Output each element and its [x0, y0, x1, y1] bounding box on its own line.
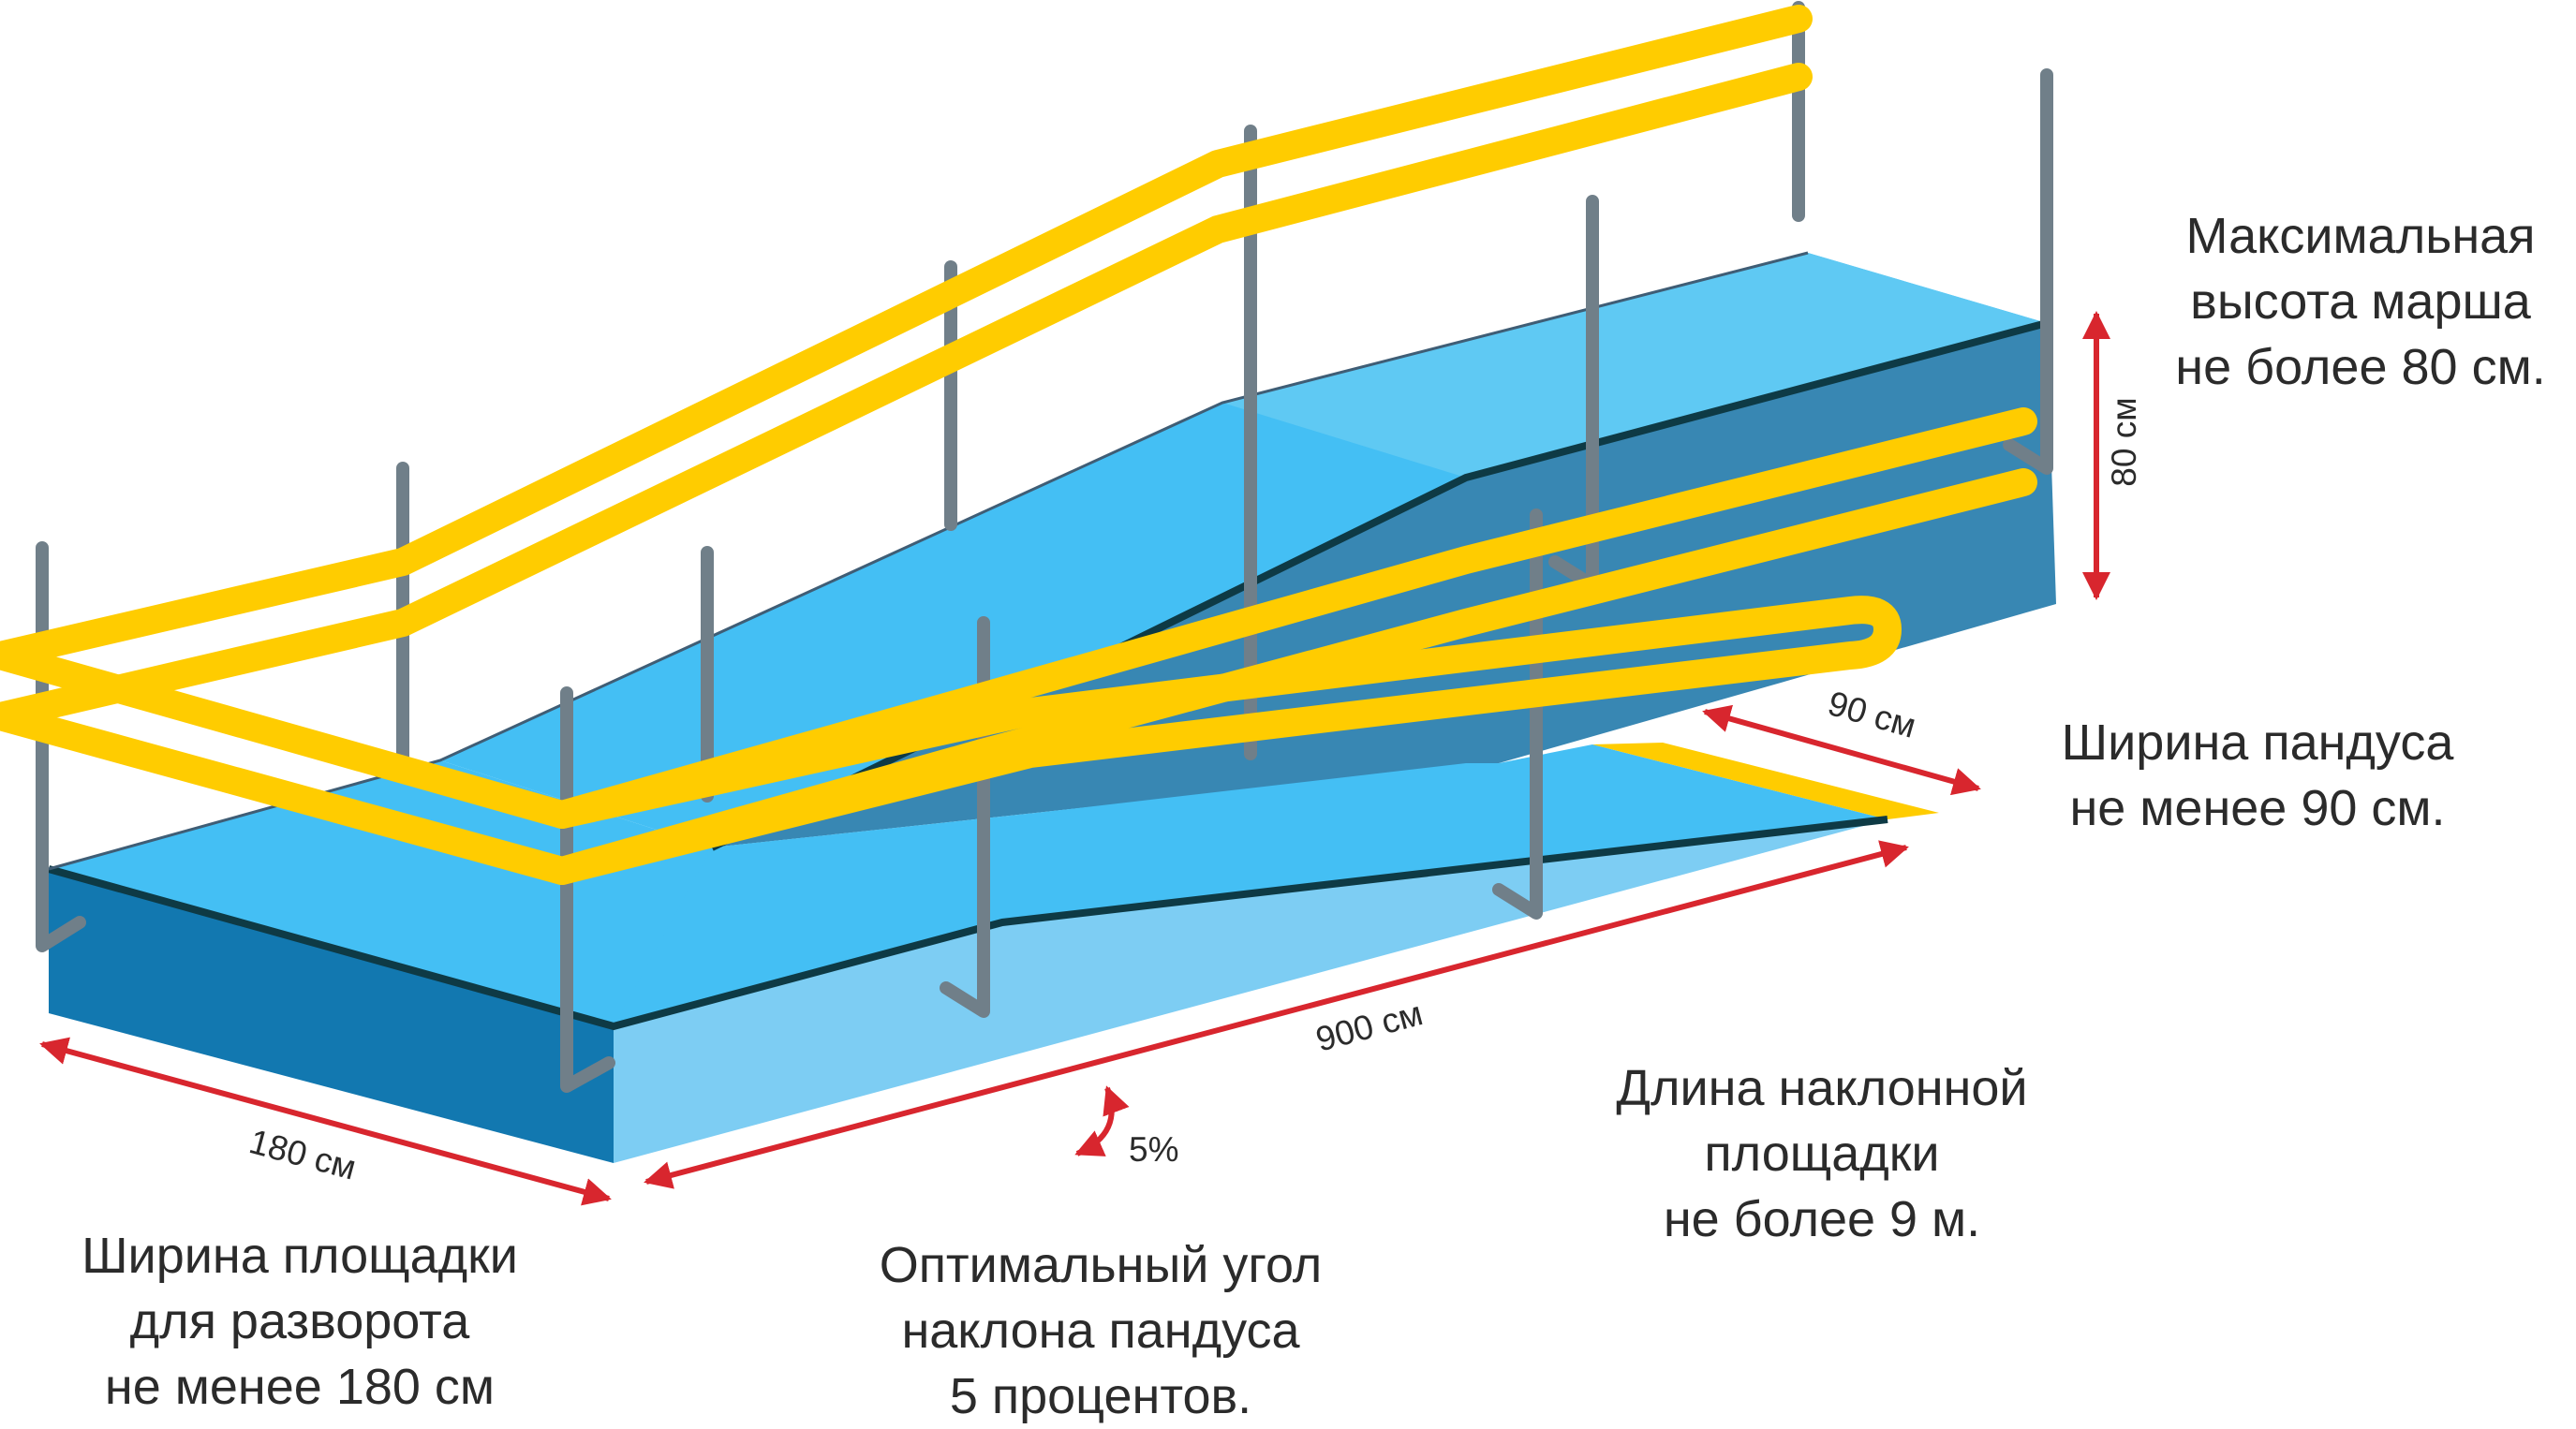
near-handrail-upper [0, 407, 2037, 829]
back-edge-line [48, 251, 1809, 871]
platform-width-caption: Ширина площадки для разворота не менее 1… [56, 1223, 543, 1420]
slope-dimension-label: 5% [1129, 1130, 1178, 1169]
slope-arrow [1074, 1085, 1130, 1156]
platform-handrail-loop [548, 596, 1902, 885]
caption-line: Ширина площадки [81, 1228, 518, 1284]
dimension-arrows [39, 311, 2110, 1206]
caption-line: не менее 90 см. [2069, 780, 2446, 836]
caption-line: для разворота [129, 1293, 470, 1349]
ramp-width-caption: Ширина пандуса не менее 90 см. [2051, 710, 2464, 841]
caption-line: площадки [1704, 1126, 1940, 1182]
height-dimension-label: 80 см [2105, 397, 2143, 486]
caption-line: Длина наклонной [1616, 1060, 2028, 1116]
max-height-caption: Максимальная высота марша не более 80 см… [2154, 203, 2567, 400]
caption-line: Максимальная [2185, 208, 2536, 264]
caption-line: не более 9 м. [1663, 1191, 1981, 1247]
slope-angle-caption: Оптимальный угол наклона пандуса 5 проце… [829, 1232, 1372, 1429]
platform-width-arrow [39, 1037, 612, 1206]
handrails [0, 5, 2037, 885]
caption-line: не более 80 см. [2175, 339, 2546, 395]
caption-line: наклона пандуса [901, 1303, 1300, 1359]
upper-ramp-surface-highlight [1222, 253, 2047, 478]
ramp-length-caption: Длина наклонной площадки не более 9 м. [1574, 1055, 2070, 1252]
caption-line: не менее 180 см [104, 1359, 496, 1415]
caption-line: высота марша [2190, 273, 2531, 330]
post [2003, 68, 2053, 475]
caption-line: Оптимальный угол [879, 1237, 1323, 1293]
ramp-length-arrow [644, 840, 1909, 1189]
platform-width-dimension-label: 180 см [245, 1122, 361, 1187]
caption-line: Ширина пандуса [2061, 714, 2454, 771]
far-handrail-lower [0, 63, 1813, 730]
far-handrail-upper [0, 5, 1813, 670]
ramp-width-dimension-label: 90 см [1824, 684, 1920, 745]
caption-line: 5 процентов. [949, 1368, 1252, 1424]
ramp-width-arrow [1702, 704, 1981, 796]
